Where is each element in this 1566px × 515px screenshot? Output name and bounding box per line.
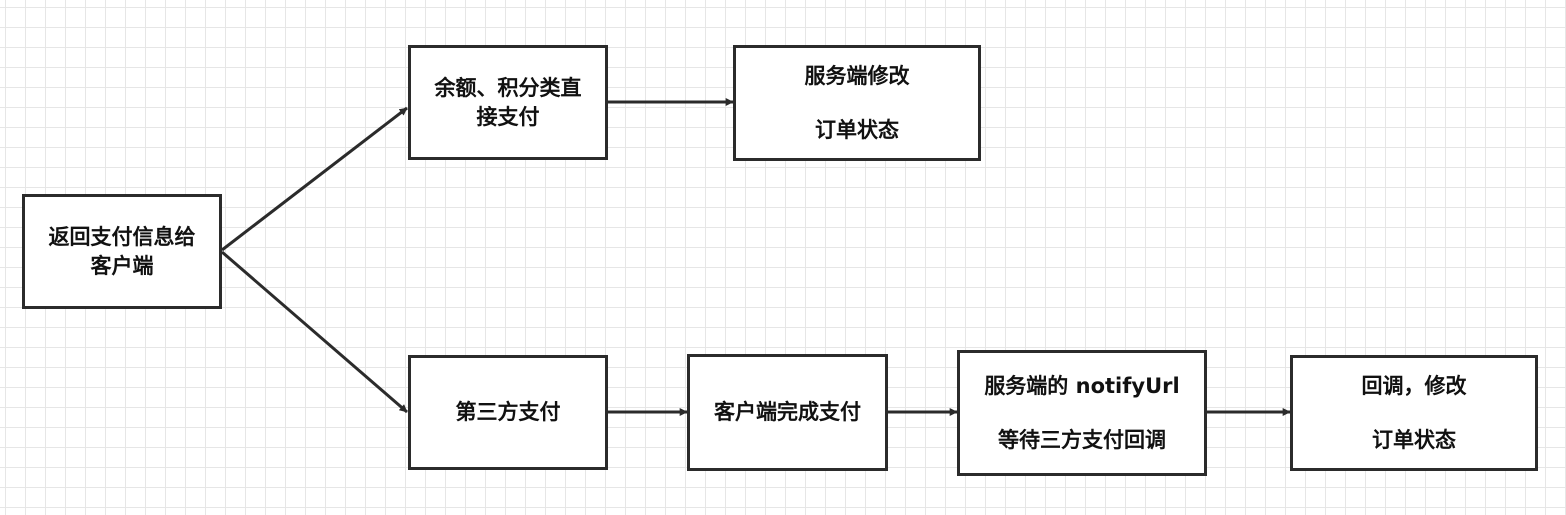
node-notify-url-wait-line-2: 等待三方支付回调 (998, 427, 1166, 452)
node-client-complete-pay-line-1: 客户端完成支付 (714, 400, 861, 424)
node-third-party-pay-line-1: 第三方支付 (455, 400, 561, 424)
node-return-pay-info-line-1: 返回支付信息给 (48, 224, 196, 249)
node-direct-pay-line-2: 接支付 (476, 104, 540, 129)
node-notify-url-wait: 服务端的 notifyUrl 等待三方支付回调 (957, 350, 1207, 476)
node-callback-modify-line-2: 订单状态 (1372, 427, 1456, 452)
node-return-pay-info: 返回支付信息给 客户端 (22, 194, 222, 309)
node-direct-pay-line-1: 余额、积分类直 (434, 75, 582, 100)
node-server-modify-line-2: 订单状态 (815, 117, 899, 142)
node-server-modify-line-1: 服务端修改 (804, 63, 910, 88)
node-notify-url-wait-line-1: 服务端的 notifyUrl (984, 373, 1180, 398)
node-server-modify: 服务端修改 订单状态 (733, 45, 981, 161)
arrow-return-to-third-party (221, 250, 408, 414)
node-callback-modify: 回调，修改 订单状态 (1290, 355, 1538, 471)
node-return-pay-info-line-2: 客户端 (90, 253, 154, 278)
arrow-return-to-direct (221, 106, 408, 252)
node-callback-modify-line-1: 回调，修改 (1361, 373, 1467, 398)
node-client-complete-pay: 客户端完成支付 (687, 354, 888, 471)
node-direct-pay: 余额、积分类直 接支付 (408, 45, 608, 160)
node-third-party-pay: 第三方支付 (408, 355, 608, 470)
